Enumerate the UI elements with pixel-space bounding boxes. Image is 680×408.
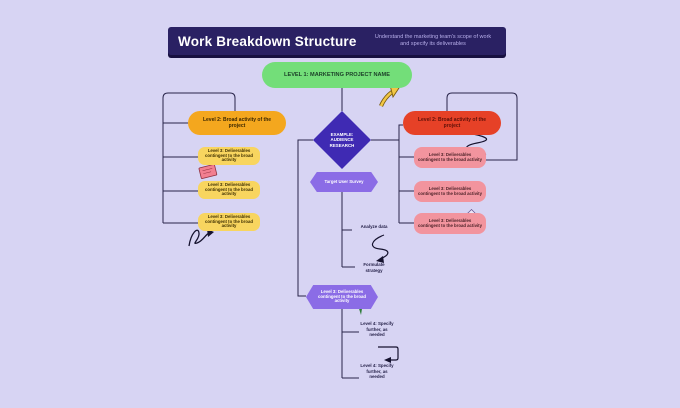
node-right-level3-2[interactable]: Level 3: Deliverables contingent to the … [414, 181, 486, 202]
node-label: Level 3: Deliverables contingent to the … [205, 181, 253, 197]
node-center-level3[interactable]: Level 3: Deliverables contingent to the … [306, 285, 378, 309]
page-title: Work Breakdown Structure [178, 33, 357, 49]
squiggle-doodle-icon [188, 229, 210, 247]
node-left-level2[interactable]: Level 2: Broad activity of the project [188, 111, 286, 135]
node-label: Level 3: Deliverables contingent to the … [205, 213, 253, 229]
node-analyze-data[interactable]: Analyze data [360, 224, 388, 229]
node-right-level2-label: Level 2: Broad activity of the project [417, 117, 487, 129]
node-diamond-label: EXAMPLE: AUDIENCE RESEARCH [329, 132, 355, 148]
elbow-arrow-icon [378, 346, 399, 361]
node-right-level2[interactable]: Level 2: Broad activity of the project [403, 111, 501, 135]
node-level4-1[interactable]: Level 4: Specify further, as needed [360, 321, 394, 337]
node-level1[interactable]: LEVEL 1: MARKETING PROJECT NAME [262, 62, 412, 88]
node-label: Level 3: Deliverables contingent to the … [418, 151, 482, 162]
s-curve-arrow-icon [371, 234, 389, 260]
node-survey-label: Target User Survey [324, 178, 364, 184]
node-left-level3-2[interactable]: Level 3: Deliverables contingent to the … [198, 181, 260, 199]
node-left-level3-1[interactable]: Level 3: Deliverables contingent to the … [198, 147, 260, 165]
header-subtitle: Understand the marketing team's scope of… [374, 34, 492, 47]
node-target-user-survey[interactable]: Target User Survey [310, 172, 378, 192]
sticky-note-icon [198, 164, 218, 179]
node-label: Level 3: Deliverables contingent to the … [418, 185, 482, 196]
node-formulate-strategy[interactable]: Formulate strategy [363, 262, 385, 273]
arrow-doodle-icon [379, 84, 400, 107]
node-left-level2-label: Level 2: Broad activity of the project [202, 117, 272, 129]
node-level1-label: LEVEL 1: MARKETING PROJECT NAME [284, 72, 390, 78]
header-banner[interactable]: Work Breakdown Structure Understand the … [168, 27, 506, 55]
node-center-level3-label: Level 3: Deliverables contingent to the … [318, 288, 366, 304]
node-label: Level 3: Deliverables contingent to the … [418, 217, 482, 228]
node-level4-2[interactable]: Level 4: Specify further, as needed [360, 363, 394, 379]
node-example-diamond[interactable]: EXAMPLE: AUDIENCE RESEARCH [313, 111, 371, 169]
node-right-level3-1[interactable]: Level 3: Deliverables contingent to the … [414, 147, 486, 168]
node-right-level3-3[interactable]: Level 3: Deliverables contingent to the … [414, 213, 486, 234]
node-label: Level 3: Deliverables contingent to the … [205, 147, 253, 163]
node-left-level3-3[interactable]: Level 3: Deliverables contingent to the … [198, 213, 260, 231]
